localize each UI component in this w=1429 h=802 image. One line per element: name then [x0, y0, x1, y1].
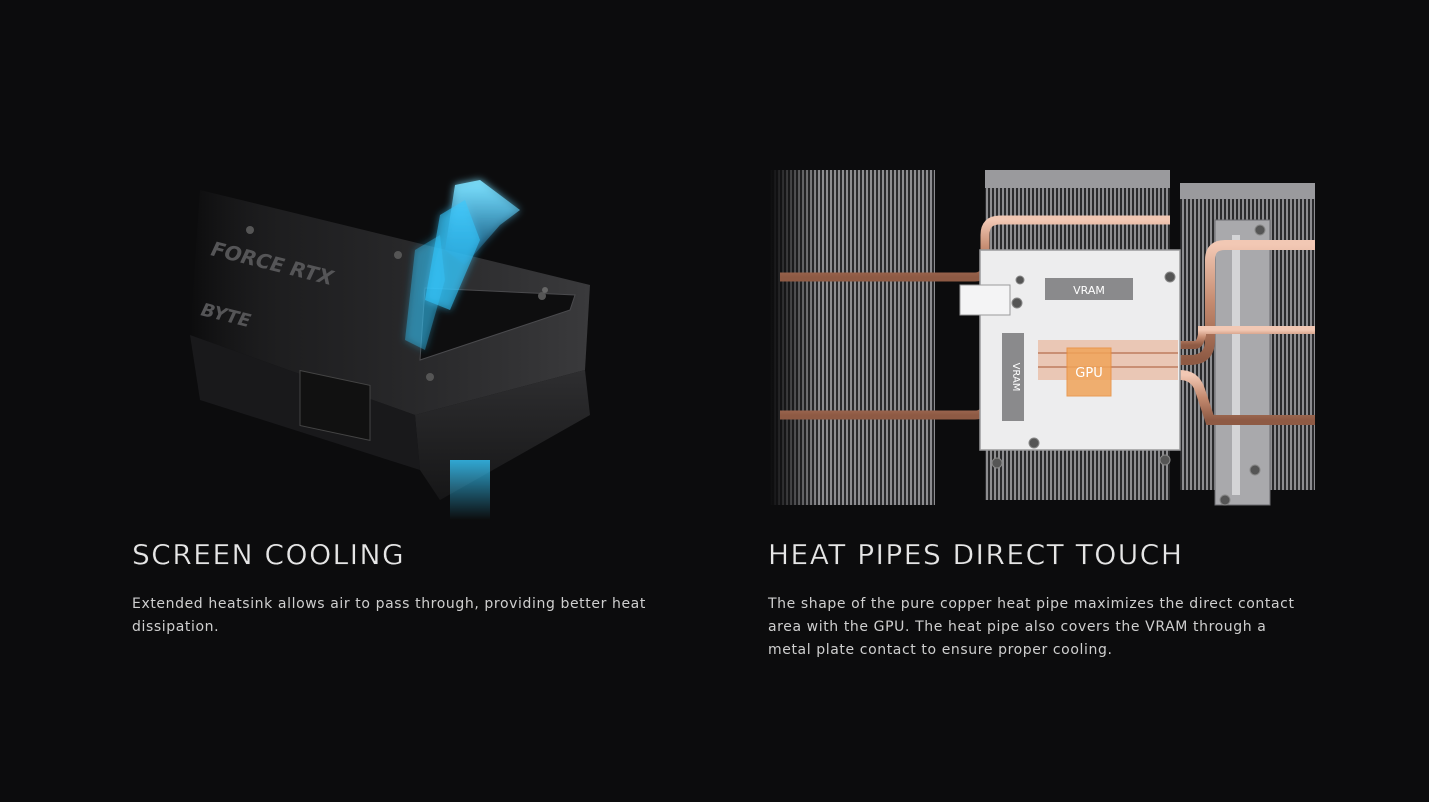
- gpu-label: GPU: [1075, 366, 1102, 381]
- feature-description: Extended heatsink allows air to pass thr…: [132, 596, 646, 635]
- airflow-arrow-icon: [405, 180, 520, 350]
- card-backplate: [190, 190, 590, 415]
- feature-title: SCREEN COOLING: [132, 538, 406, 571]
- mount-bracket: [1214, 219, 1271, 506]
- vram-top-module: [1045, 278, 1133, 300]
- screen-cooling-image: FORCE RTX BYTE: [180, 170, 610, 530]
- feature-screen-cooling: FORCE RTX BYTE SCREEN COOLING Extended h…: [132, 170, 646, 635]
- airflow-exhaust: [450, 460, 490, 520]
- vram-top-label: VRAM: [1073, 284, 1105, 297]
- vram-side-label: VRAM: [1010, 363, 1021, 392]
- feature-title: HEAT PIPES DIRECT TOUCH: [768, 538, 1184, 571]
- heat-pipes-image: VRAM VRAM GPU: [770, 165, 1330, 515]
- gpu-die: [1066, 347, 1112, 397]
- power-connector: [299, 369, 371, 441]
- vram-side-module: [1002, 333, 1024, 421]
- feature-heat-pipes: VRAM VRAM GPU: [715, 0, 1429, 802]
- feature-description: The shape of the pure copper heat pipe m…: [768, 596, 1295, 658]
